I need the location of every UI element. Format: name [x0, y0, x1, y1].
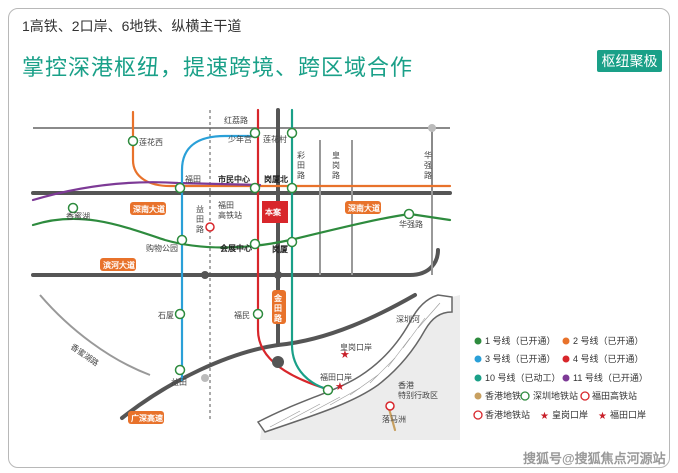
binhe-badge: 滨河大道 — [100, 258, 136, 271]
jintian-badge: 金 田 路 — [272, 290, 286, 324]
road-label-shenzhen-river: 深圳河 — [396, 314, 420, 324]
svg-text:2 号线（已开通）: 2 号线（已开通） — [573, 335, 644, 346]
svg-text:★: ★ — [598, 411, 607, 422]
station-gouwugongyuan: 购物公园 — [146, 243, 178, 253]
svg-text:福田高铁站: 福田高铁站 — [592, 390, 637, 401]
svg-text:11 号线（已开通）: 11 号线（已开通） — [573, 372, 648, 383]
metro-line-2 — [131, 110, 452, 188]
place-futian-hsr-1: 福田 — [218, 201, 234, 210]
road-label-huanggang: 皇岗路 — [332, 150, 340, 180]
svg-text:10 号线（已动工）: 10 号线（已动工） — [485, 372, 561, 383]
svg-text:皇岗口岸: 皇岗口岸 — [552, 409, 588, 420]
shennan-right-badge: 深南大道 — [345, 201, 381, 214]
station-shaonian: 少年宫 — [228, 134, 252, 144]
road-label-hongli: 红荔路 — [224, 115, 248, 125]
svg-text:岗: 岗 — [332, 161, 340, 170]
svg-text:华: 华 — [424, 150, 432, 160]
place-lok-ma-chau: 落马洲 — [382, 414, 406, 424]
watermark: 搜狐号@搜狐焦点河源站 — [523, 451, 666, 466]
shenzhen-river — [256, 294, 453, 433]
svg-text:4 号线（已开通）: 4 号线（已开通） — [573, 353, 644, 364]
place-hk-2: 特别行政区 — [398, 390, 438, 400]
station-xiangmihu: 香蜜湖 — [66, 211, 90, 221]
road-label-huaqiang: 华强路 — [424, 150, 432, 180]
svg-text:香港地铁: 香港地铁 — [485, 390, 521, 401]
svg-text:滨河大道: 滨河大道 — [103, 260, 135, 270]
svg-text:福田口岸: 福田口岸 — [610, 409, 646, 420]
svg-text:路: 路 — [274, 313, 283, 323]
station-gangxiabei: 岗厦北 — [264, 174, 288, 184]
svg-text:田: 田 — [196, 215, 204, 224]
svg-text:路: 路 — [196, 224, 204, 234]
metro-line-3 — [180, 134, 257, 382]
page-subtitle: 1高铁、2口岸、6地铁、纵横主干道 — [22, 18, 242, 34]
station-gangxia: 岗厦 — [272, 244, 289, 254]
svg-text:路: 路 — [424, 170, 432, 180]
river-hatching — [269, 302, 441, 428]
svg-text:香港地铁站: 香港地铁站 — [485, 409, 530, 420]
metro-stations — [67, 127, 415, 411]
station-futian: 福田 — [185, 175, 201, 184]
svg-text:★: ★ — [540, 411, 549, 422]
star-futian-port: ★ — [335, 381, 345, 393]
svg-text:深南大道: 深南大道 — [348, 203, 380, 213]
svg-text:路: 路 — [332, 170, 340, 180]
station-shixia: 石厦 — [158, 311, 174, 320]
svg-text:3 号线（已开通）: 3 号线（已开通） — [485, 353, 556, 364]
svg-text:广深高速: 广深高速 — [131, 413, 163, 423]
svg-text:深南大道: 深南大道 — [133, 204, 165, 214]
station-futiancun: 福民 — [234, 311, 250, 320]
station-shiminzhongxin: 市民中心 — [218, 174, 250, 184]
shennan-badge: 深南大道 — [130, 202, 166, 215]
road-label-yitian: 益田路 — [196, 204, 204, 234]
star-huanggang: ★ — [340, 349, 350, 361]
metro-line-10 — [290, 108, 332, 392]
station-yitian: 益田 — [171, 377, 187, 387]
place-huanggang-port: 皇岗口岸 — [340, 342, 372, 352]
svg-text:彩: 彩 — [297, 150, 305, 160]
place-hk-1: 香港 — [398, 380, 414, 390]
metro-line-11 — [31, 181, 262, 202]
guangshen-badge: 广深高速 — [128, 411, 164, 424]
project-label: 本案 — [264, 207, 282, 217]
road-label-caitian: 彩田路 — [297, 150, 305, 180]
place-futian-port: 福田口岸 — [320, 373, 352, 382]
metro-line-1 — [31, 212, 452, 249]
project-marker — [262, 201, 288, 223]
page-title: 掌控深港枢纽，提速跨境、跨区域合作 — [22, 55, 414, 80]
station-huizhanzhongxin: 会展中心 — [220, 243, 252, 253]
station-lianhuaxi: 莲花西 — [139, 137, 163, 147]
minor-roads — [33, 127, 450, 190]
section-badge: 枢纽聚极 — [597, 50, 662, 72]
svg-text:路: 路 — [297, 170, 305, 180]
svg-text:益: 益 — [196, 204, 204, 214]
road-junctions — [201, 124, 436, 382]
svg-text:田: 田 — [297, 161, 305, 170]
svg-text:金: 金 — [273, 293, 283, 303]
station-lianhuacun: 莲花村 — [263, 134, 287, 144]
road-binhe — [31, 248, 440, 277]
svg-text:深圳地铁站: 深圳地铁站 — [533, 390, 578, 401]
svg-text:皇: 皇 — [332, 150, 340, 160]
legend: 1 号线（已开通） 2 号线（已开通） 3 号线（已开通） 4 号线（已开通） … — [473, 335, 648, 422]
place-futian-hsr-2: 高铁站 — [218, 210, 242, 220]
svg-text:田: 田 — [274, 304, 282, 313]
svg-text:1 号线（已开通）: 1 号线（已开通） — [485, 335, 556, 346]
road-xiangmihu — [39, 294, 151, 376]
svg-text:强: 强 — [424, 161, 432, 170]
station-huaqianglu: 华强路 — [399, 219, 423, 229]
